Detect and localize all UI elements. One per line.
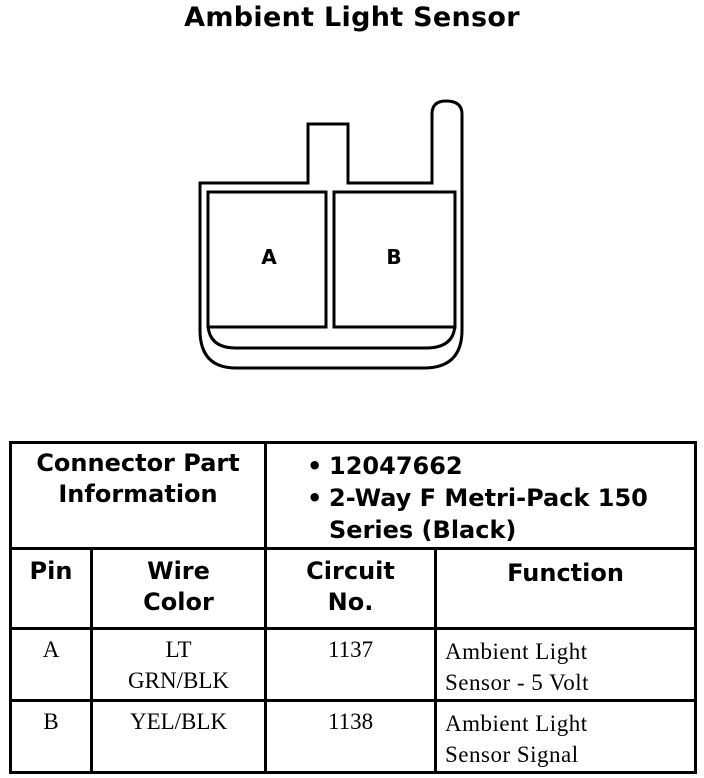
- header-wire-color: Wire Color: [89, 547, 268, 630]
- pin-cavity-b: [332, 190, 457, 329]
- connector-info-table: Connector Part Information •12047662 •2-…: [8, 441, 698, 774]
- header-wire-line2: Color: [143, 588, 214, 616]
- cell-text: YEL/BLK: [129, 709, 228, 734]
- connector-face-diagram: A B: [198, 99, 464, 370]
- row-a-circuit: 1137: [264, 627, 438, 702]
- cell-text: 1137: [327, 637, 374, 662]
- part-info-label-line1: Connector Part: [36, 449, 240, 477]
- cell-text: GRN/BLK: [128, 668, 229, 693]
- row-b-wire-color: YEL/BLK: [89, 699, 268, 774]
- cell-text: B: [43, 709, 59, 734]
- bullet-icon: •: [307, 452, 323, 480]
- cell-text: Sensor - 5 Volt: [445, 670, 590, 695]
- header-function: Function: [434, 547, 698, 630]
- cell-text: Ambient Light: [445, 711, 588, 736]
- header-circuit-no: Circuit No.: [264, 547, 438, 630]
- pin-label-b: B: [386, 245, 401, 269]
- header-wire-line1: Wire: [147, 557, 210, 585]
- pin-label-a: A: [261, 245, 277, 269]
- header-circuit-line1: Circuit: [306, 557, 395, 585]
- table-row: B YEL/BLK 1138 Ambient Light Sensor Sign…: [9, 699, 698, 774]
- header-function-label: Function: [507, 559, 624, 587]
- row-b-pin: B: [9, 699, 93, 774]
- cell-text: Sensor Signal: [445, 742, 579, 767]
- part-description-line1: 2-Way F Metri-Pack 150: [329, 484, 648, 512]
- header-pin: Pin: [9, 547, 93, 630]
- part-info-row: Connector Part Information •12047662 •2-…: [8, 441, 698, 550]
- part-number-line: •12047662: [307, 450, 694, 482]
- row-b-function: Ambient Light Sensor Signal: [434, 699, 698, 774]
- part-description-line2: Series (Black): [329, 516, 517, 544]
- header-circuit-line2: No.: [327, 588, 374, 616]
- part-number: 12047662: [329, 452, 463, 480]
- cell-text: Ambient Light: [445, 639, 588, 664]
- header-pin-label: Pin: [29, 557, 73, 585]
- connector-inner-rail: [206, 322, 457, 350]
- cell-text: 1138: [327, 709, 374, 734]
- pin-cavity-a: [206, 190, 328, 329]
- row-a-function: Ambient Light Sensor - 5 Volt: [434, 627, 698, 702]
- bullet-icon: •: [307, 484, 323, 512]
- row-a-wire-color: LT GRN/BLK: [89, 627, 268, 702]
- column-header-row: Pin Wire Color Circuit No. Function: [9, 547, 698, 630]
- cell-text: A: [42, 637, 60, 662]
- connector-housing-outline: [198, 99, 464, 370]
- table-row: A LT GRN/BLK 1137 Ambient Light Sensor -…: [9, 627, 698, 702]
- cell-text: LT: [165, 637, 192, 662]
- part-info-label-line2: Information: [58, 480, 218, 508]
- diagram-title: Ambient Light Sensor: [184, 2, 520, 33]
- part-info-value-cell: •12047662 •2-Way F Metri-Pack 150 Series…: [264, 441, 698, 550]
- part-description-line: •2-Way F Metri-Pack 150: [307, 482, 694, 514]
- row-a-pin: A: [9, 627, 93, 702]
- part-info-label-cell: Connector Part Information: [8, 441, 268, 550]
- row-b-circuit: 1138: [264, 699, 438, 774]
